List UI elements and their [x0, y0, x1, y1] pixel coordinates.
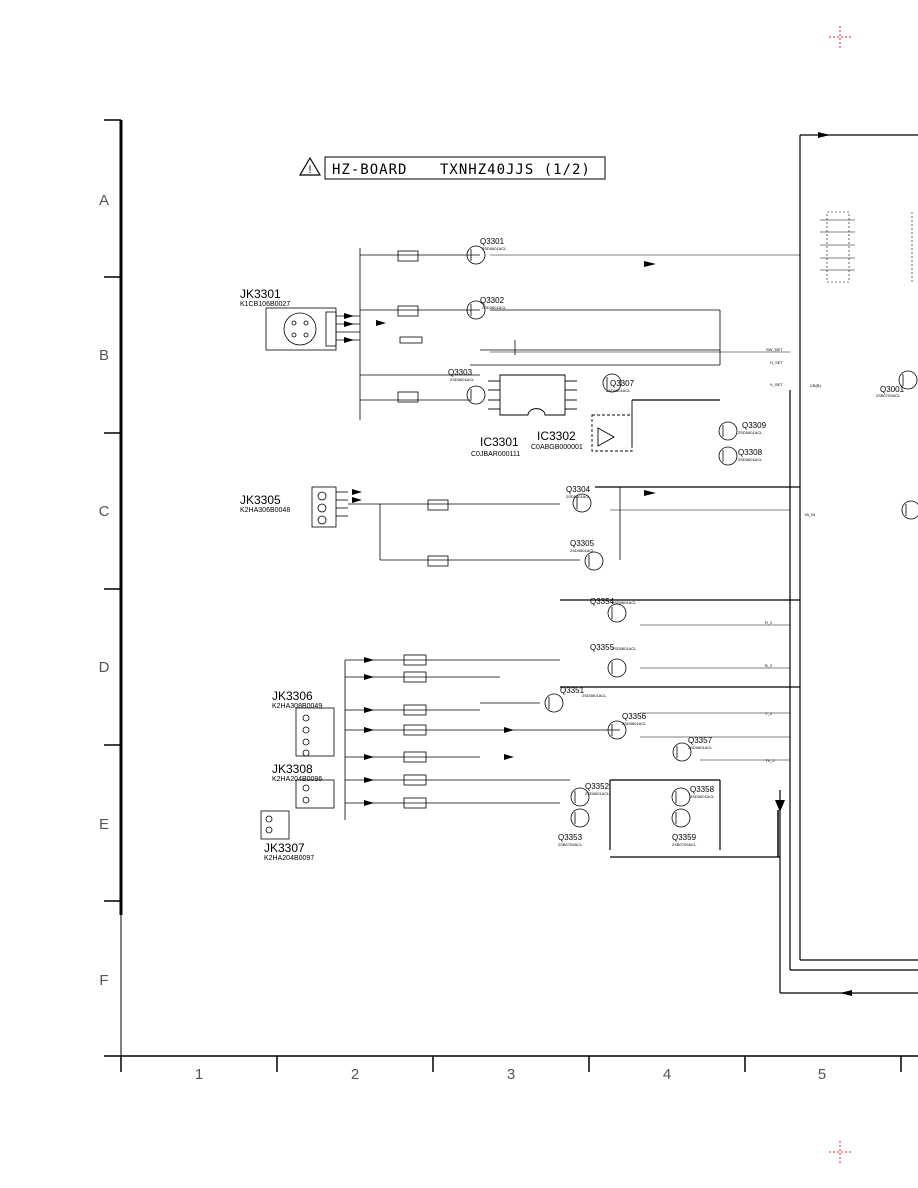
warning-mark: !: [308, 164, 311, 176]
net-r2: R_2: [765, 620, 773, 625]
jk3307-ref: JK3307: [264, 841, 305, 855]
sheet-frame: [104, 119, 918, 1072]
net-labels: SW_DET H_SET V_SET CB(B) YA_IN TV_2 Y_2 …: [765, 347, 822, 763]
q3303-part: 2SD0601ACL: [450, 377, 475, 382]
q3359-ref: Q3359: [672, 833, 697, 842]
jk3308-part: K2HA204B0096: [272, 776, 322, 783]
board-name: HZ-BOARD: [332, 162, 407, 178]
q3352-part: 2SD0601ACL: [585, 791, 610, 796]
grid-labels: A B C D E F 1 2 3 4 5: [99, 192, 827, 1083]
jk3306-circuit: [260, 599, 800, 850]
q3001-part: 2SB0709ACL: [876, 393, 901, 398]
q3302-ref: Q3302: [480, 296, 505, 305]
q3305-ref: Q3305: [570, 539, 595, 548]
right-bus: [610, 134, 918, 994]
transistor-labels: Q3301 2SD0601ACL Q3302 2SD0601ACL Q3303 …: [448, 237, 905, 847]
q3357-part: 2SD0601ACL: [688, 745, 713, 750]
jk3301-circuit: [265, 248, 800, 420]
ic3301: [488, 374, 577, 416]
title-block: ! HZ-BOARD TXNHZ40JJS (1/2): [298, 156, 606, 180]
net-tv2: TV_2: [765, 758, 775, 763]
jk3305-ref: JK3305: [240, 493, 281, 507]
q3354-part: 2SD0601ACL: [612, 600, 637, 605]
crosshair-bottom: [829, 1141, 852, 1163]
col-label-4: 4: [663, 1066, 671, 1083]
q3351-ref: Q3351: [560, 686, 585, 695]
q3352-ref: Q3352: [585, 782, 610, 791]
col-label-1: 1: [195, 1066, 203, 1083]
jk3301-part: K1CB106B0027: [240, 301, 290, 308]
jk3301-ref: JK3301: [240, 287, 281, 301]
row-label-e: E: [99, 816, 109, 833]
net-ya-in: YA_IN: [804, 512, 815, 517]
net-v-set: V_SET: [770, 382, 783, 387]
q3355-part: 2SD0601ACL: [612, 646, 637, 651]
q3305-part: 2SD0601ACL: [570, 548, 595, 553]
ic3302-ref: IC3302: [537, 429, 576, 443]
warning-icon: [298, 156, 322, 176]
col-label-5: 5: [818, 1066, 826, 1083]
q3303-ref: Q3303: [448, 368, 473, 377]
net-sw-det: SW_DET: [766, 347, 783, 352]
q3353-ref: Q3353: [558, 833, 583, 842]
jk3305-arrows: [352, 489, 362, 503]
q3358-part: 2SD0601ACL: [690, 794, 715, 799]
jk3301-arrows: [344, 313, 386, 343]
ic3301-ref: IC3301: [480, 435, 519, 449]
col-label-2: 2: [351, 1066, 359, 1083]
q3304-ref: Q3304: [566, 485, 591, 494]
row-label-d: D: [99, 659, 110, 676]
row-label-a: A: [99, 192, 109, 209]
q3354-ref: Q3354: [590, 597, 615, 606]
ic3302-part: C0ABGB000001: [531, 444, 583, 451]
q3304-part: 2SD0601ACL: [566, 494, 591, 499]
ic3302: [591, 399, 720, 452]
q3309-part: 2SD0601ACL: [738, 430, 763, 435]
connector-labels: JK3301 K1CB106B0027 JK3305 K2HA306B0048 …: [240, 287, 322, 862]
q3308-part: 2SD0601ACL: [738, 457, 763, 462]
q3309-ref: Q3309: [742, 421, 767, 430]
row-label-f: F: [99, 972, 108, 989]
jk3306-arrows: [364, 657, 514, 806]
q3356-part: 2SD0601ACL: [622, 721, 647, 726]
row-label-b: B: [99, 347, 109, 364]
q3301-part: 2SD0601ACL: [482, 246, 507, 251]
q3001-ref: Q3001: [880, 385, 905, 394]
q3301-ref: Q3301: [480, 237, 505, 246]
q3308-ref: Q3308: [738, 448, 763, 457]
jk3305-circuit: [311, 486, 800, 567]
q3358-ref: Q3358: [690, 785, 715, 794]
net-h-set: H_SET: [770, 360, 783, 365]
jk3305-part: K2HA306B0048: [240, 507, 290, 514]
model-name: TXNHZ40JJS (1/2): [440, 162, 591, 178]
col-label-3: 3: [507, 1066, 515, 1083]
bus-arrows: [644, 132, 852, 996]
relay-block: [820, 211, 913, 283]
net-y2: Y_2: [765, 711, 773, 716]
transistor-symbols: [466, 245, 918, 828]
jk3307-part: K2HA204B0097: [264, 855, 314, 862]
q3351-part: 2SD0601ACL: [582, 693, 607, 698]
q3353-part: 2SB0709ACL: [558, 842, 583, 847]
ic-labels: IC3301 C0JBAR000111 IC3302 C0ABGB000001: [471, 429, 583, 458]
jk3306-part: K2HA308B0049: [272, 703, 322, 710]
jk3306-ref: JK3306: [272, 689, 313, 703]
q3355-ref: Q3355: [590, 643, 615, 652]
ic3301-part: C0JBAR000111: [471, 451, 520, 458]
q3357-ref: Q3357: [688, 736, 713, 745]
q3359-part: 2SB0709ACL: [672, 842, 697, 847]
crosshair-top: [829, 26, 852, 48]
q3302-part: 2SD0601ACL: [482, 305, 507, 310]
row-label-c: C: [99, 503, 110, 520]
q3307-ref: Q3307: [610, 379, 635, 388]
jk3308-ref: JK3308: [272, 762, 313, 776]
q3307-part: 2SD0601ACL: [606, 388, 631, 393]
net-cbb: CB(B): [810, 383, 822, 388]
net-b2: B_2: [765, 663, 773, 668]
q3356-ref: Q3356: [622, 712, 647, 721]
